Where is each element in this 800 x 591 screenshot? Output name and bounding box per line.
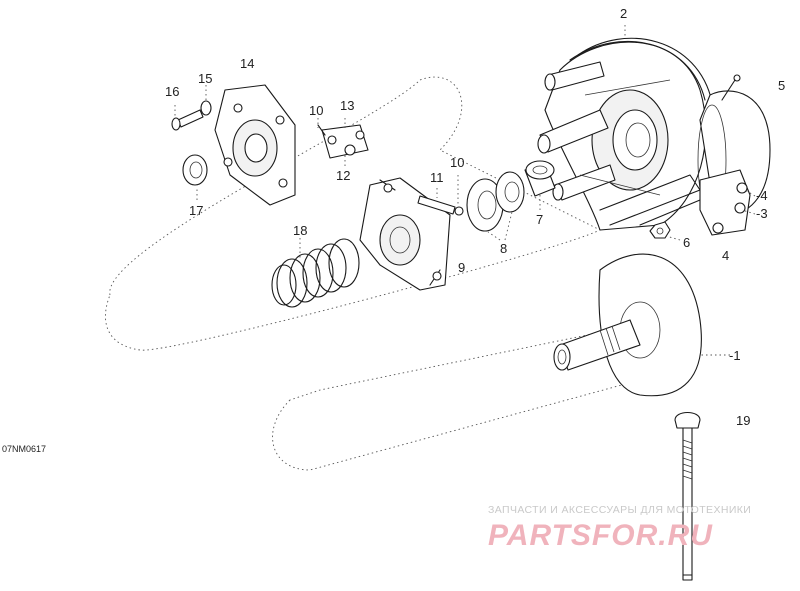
- part-17-bushing: [182, 154, 208, 186]
- part-19-bolt: [674, 411, 701, 581]
- part-7-bushing: [524, 160, 556, 197]
- part-15-washer: [200, 100, 212, 116]
- callout-4a: -4: [756, 188, 768, 203]
- part-6-nut: [649, 221, 671, 239]
- part-8-washers: [466, 171, 525, 232]
- assembly-envelope-upper: [105, 76, 602, 351]
- part-9-spider: [359, 177, 451, 291]
- callout-2: 2: [620, 6, 627, 21]
- part-3-4-rollers: [639, 169, 751, 236]
- callout-14: 14: [240, 56, 254, 71]
- callout-9: 9: [458, 260, 465, 275]
- callout-6: 6: [683, 235, 690, 250]
- callout-3: -3: [756, 206, 768, 221]
- leader-lines: [174, 25, 756, 356]
- part-18-spring: [271, 238, 360, 308]
- callout-10a: 10: [309, 103, 323, 118]
- part-14-cover-plate: [214, 84, 296, 206]
- watermark-brand: PARTSFOR.RU: [488, 519, 713, 552]
- callout-5: 5: [778, 78, 785, 93]
- part-11-roller-pin: [417, 195, 464, 216]
- callout-4b: 4: [722, 248, 729, 263]
- callout-10b: 10: [450, 155, 464, 170]
- callout-labels: 2 5 -4 -3 4 6 7 8 9 10 11 10 13 12 14 15…: [2, 6, 785, 454]
- figure-code: 07NM0617: [2, 444, 46, 454]
- watermark: ЗАПЧАСТИ И АКСЕССУАРЫ ДЛЯ МОТОТЕХНИКИ PA…: [488, 504, 751, 552]
- callout-8: 8: [500, 241, 507, 256]
- watermark-tagline: ЗАПЧАСТИ И АКСЕССУАРЫ ДЛЯ МОТОТЕХНИКИ: [488, 504, 751, 516]
- callout-11: 11: [430, 170, 444, 185]
- part-12-13-slider-shoes: [317, 124, 369, 159]
- part-16-screw: [171, 109, 204, 131]
- part-1-fixed-sheave: [553, 253, 702, 397]
- callout-16: 16: [165, 84, 179, 99]
- callout-17: 17: [189, 203, 203, 218]
- part-2-sliding-sheave: [537, 37, 713, 231]
- callout-1: -1: [729, 348, 741, 363]
- callout-18: 18: [293, 223, 307, 238]
- callout-7: 7: [536, 212, 543, 227]
- callout-15: 15: [198, 71, 212, 86]
- callout-13: 13: [340, 98, 354, 113]
- callout-19: 19: [736, 413, 750, 428]
- callout-12: 12: [336, 168, 350, 183]
